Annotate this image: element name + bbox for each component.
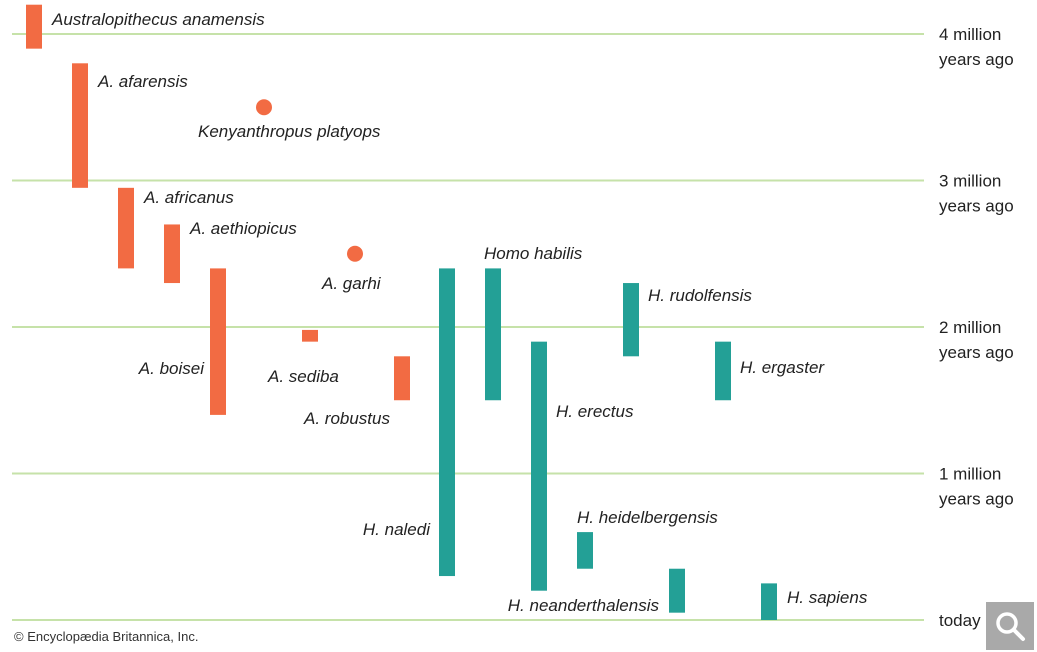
species-range-bar (485, 268, 501, 401)
species-label: H. heidelbergensis (577, 508, 718, 527)
zoom-button[interactable] (986, 602, 1034, 650)
species-label: H. rudolfensis (648, 286, 752, 305)
species-label: A. boisei (138, 359, 205, 378)
species-range-bar (531, 341, 547, 591)
species-label: Homo habilis (484, 244, 583, 263)
time-label: years ago (939, 50, 1014, 69)
species-range-bar (761, 583, 777, 620)
species-label: H. ergaster (740, 358, 825, 377)
species-dot (256, 99, 272, 116)
species-label: H. erectus (556, 402, 634, 421)
time-label: 1 million (939, 465, 1001, 484)
species-range-bar (72, 63, 88, 188)
species-label: A. garhi (321, 274, 382, 293)
time-label: years ago (939, 490, 1014, 509)
species-range-bar (118, 187, 134, 269)
species-labels: Australopithecus anamensis A. afarensisKe… (51, 10, 868, 615)
species-label: H. naledi (363, 520, 431, 539)
gridlines (12, 33, 924, 621)
time-label: years ago (939, 343, 1014, 362)
species-range-bar (302, 329, 318, 342)
time-label: today (939, 611, 981, 630)
species-label: Kenyanthropus platyops (198, 122, 381, 141)
magnifier-icon (996, 612, 1025, 641)
time-label: 4 million (939, 25, 1001, 44)
species-range-bar (715, 341, 731, 401)
species-range-bar (164, 224, 180, 284)
species-marks (26, 4, 777, 620)
species-range-bar (439, 268, 455, 577)
species-range-bar (26, 4, 42, 49)
time-axis-labels: 4 million years ago 3 million years ago 2 mi… (939, 25, 1014, 630)
copyright-notice: © Encyclopædia Britannica, Inc. (14, 629, 198, 644)
species-label: A. robustus (303, 409, 390, 428)
species-label: A. aethiopicus (189, 219, 297, 238)
species-label: H. sapiens (787, 588, 868, 607)
species-range-bar (394, 356, 410, 401)
time-label: 2 million (939, 318, 1001, 337)
species-dot (347, 245, 363, 262)
species-label: Australopithecus anamensis (51, 10, 265, 29)
species-range-bar (669, 568, 685, 613)
time-label: years ago (939, 197, 1014, 216)
species-label: A. sediba (267, 367, 339, 386)
species-range-bar (577, 532, 593, 569)
species-label: A. afarensis (97, 72, 188, 91)
time-label: 3 million (939, 172, 1001, 191)
species-label: H. neanderthalensis (508, 596, 660, 615)
species-range-bar (210, 268, 226, 415)
species-label: A. africanus (143, 188, 234, 207)
species-range-bar (623, 283, 639, 357)
